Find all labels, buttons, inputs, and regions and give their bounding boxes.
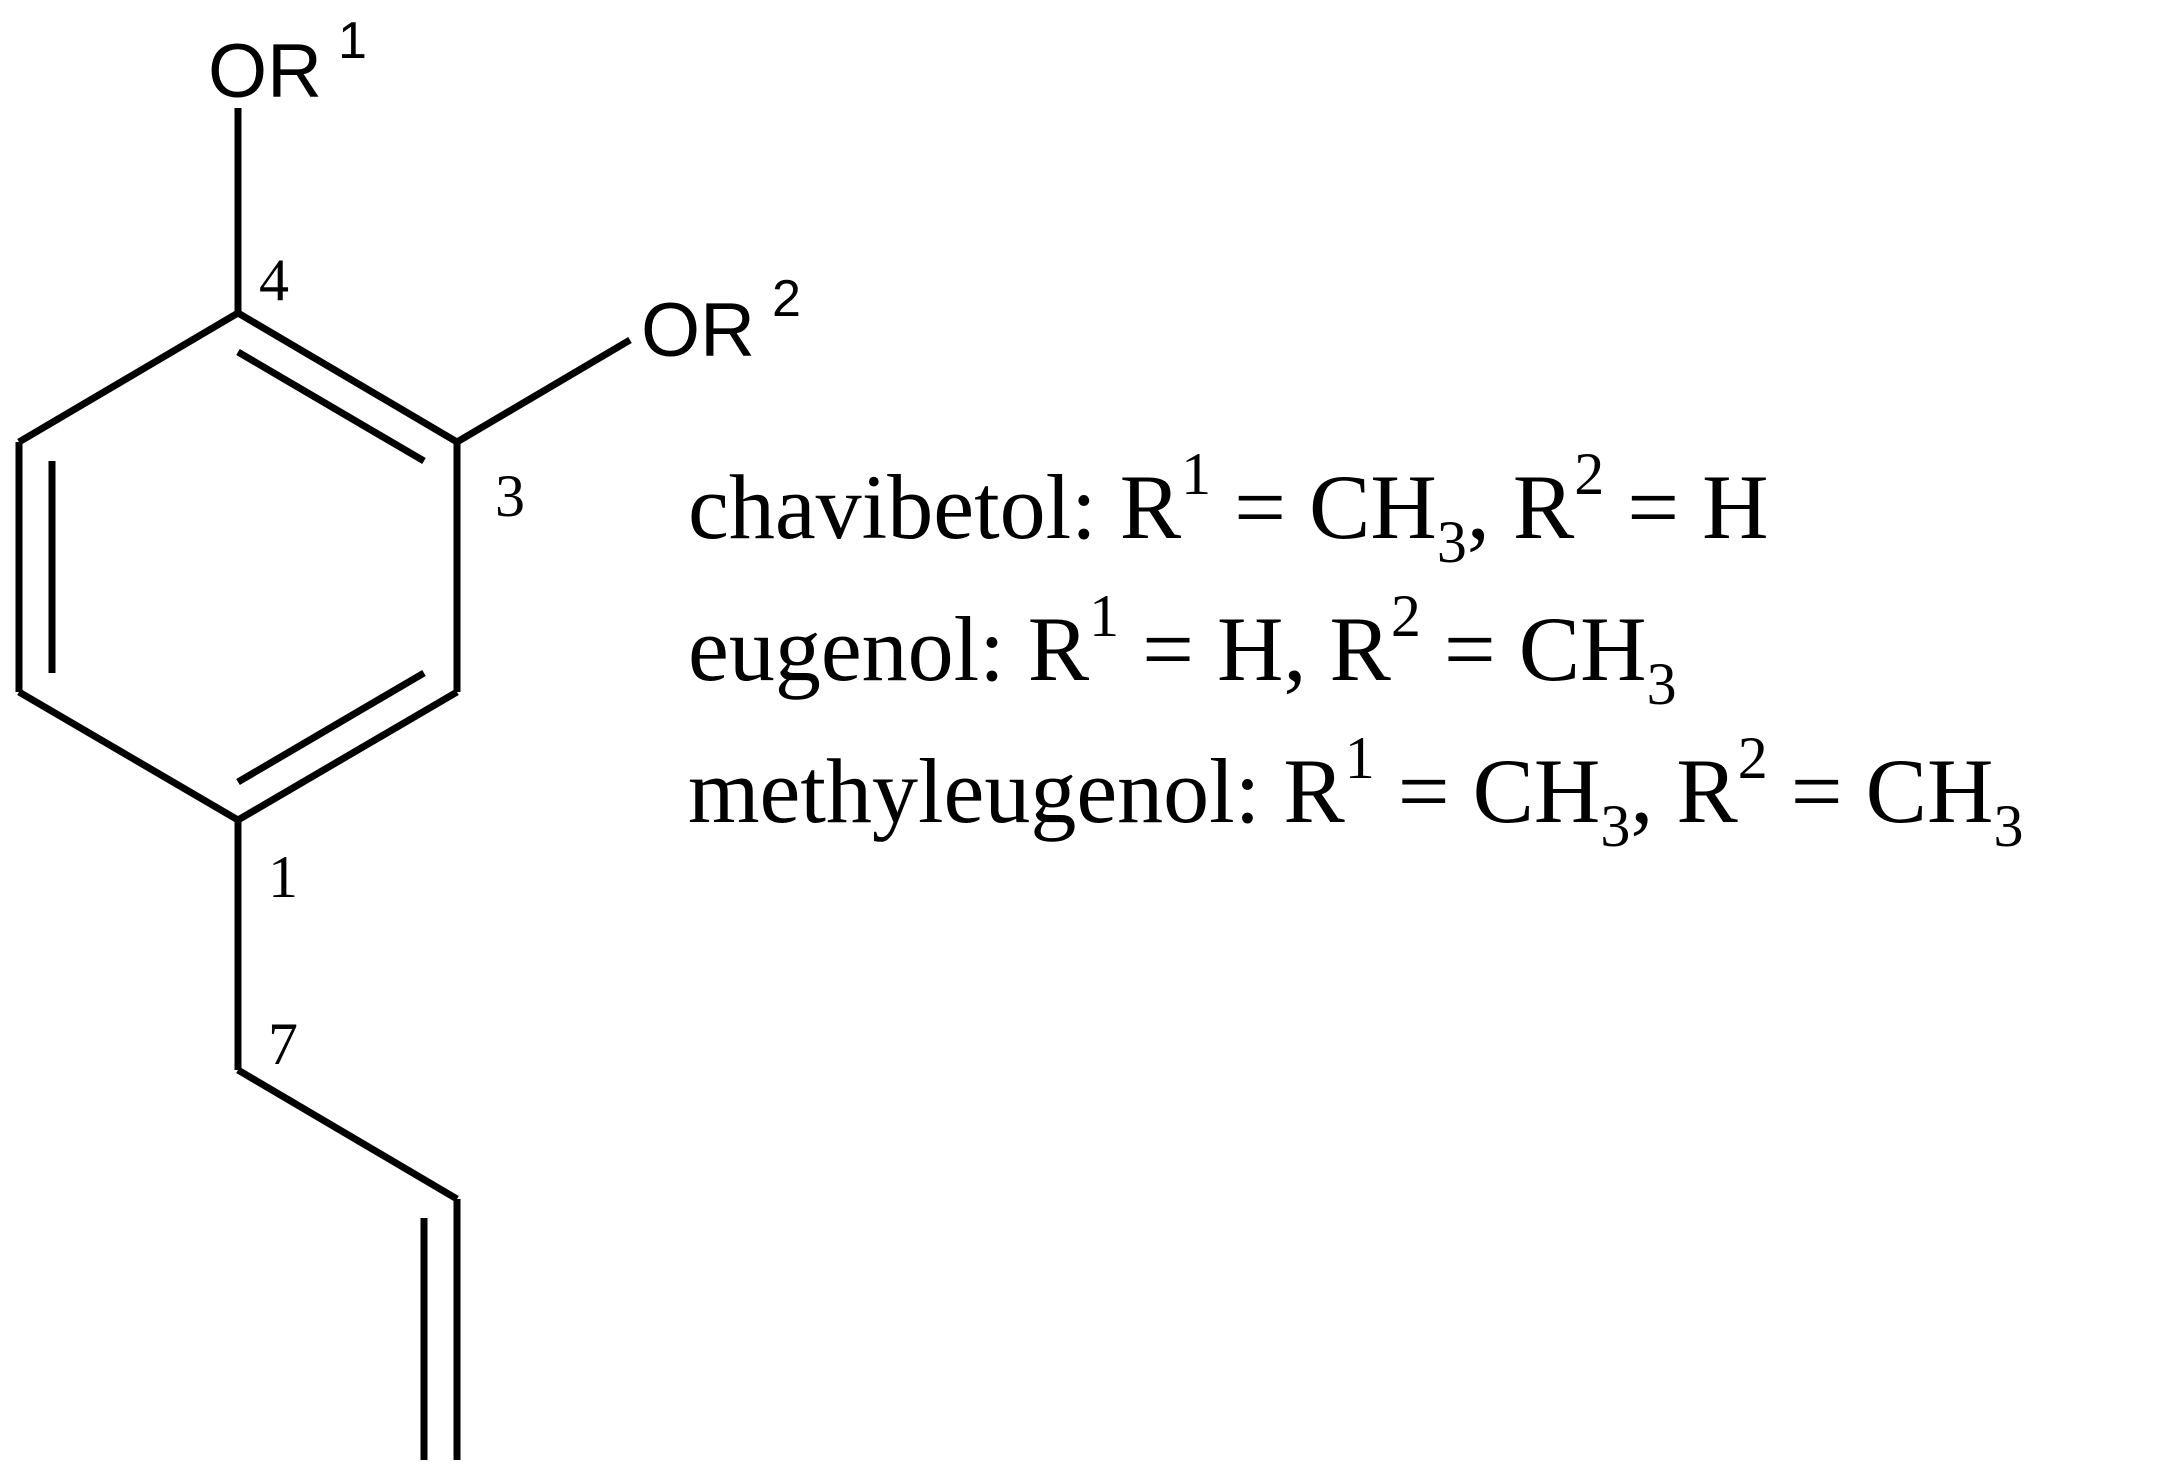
r1-index: 1	[1089, 583, 1119, 649]
r2-value: = H	[1604, 456, 1768, 558]
bond-c2-c1-inner	[236, 669, 426, 786]
locant-c7: 7	[268, 1011, 298, 1077]
benzene-ring	[15, 309, 461, 824]
compound-name: chavibetol:	[688, 456, 1120, 558]
r1-index: 1	[1345, 725, 1375, 791]
or2-index: 2	[772, 270, 801, 328]
r2-index: 2	[1391, 583, 1421, 649]
r1-value: = CH	[1211, 456, 1437, 558]
r1-subscript: 3	[1437, 509, 1467, 575]
bond-c2-c1	[236, 688, 459, 824]
r2-symbol: R	[1330, 598, 1392, 700]
locant-c1: 1	[268, 844, 298, 910]
r1-value: = CH	[1375, 740, 1601, 842]
separator: ,	[1467, 456, 1513, 558]
r1-symbol: R	[1120, 456, 1182, 558]
bond-c5-c4	[17, 309, 240, 446]
r2-symbol: R	[1676, 740, 1738, 842]
bond-c4-c3	[236, 309, 459, 446]
or1-atom: OR	[208, 29, 322, 114]
legend-line: chavibetol: R1 = CH3, R2 = H	[688, 441, 1769, 575]
separator: ,	[1284, 598, 1330, 700]
or1-label: OR	[208, 29, 322, 114]
r2-value: = CH	[1768, 740, 1994, 842]
r2-value: = CH	[1421, 598, 1647, 700]
or2-label: OR	[641, 288, 755, 373]
allyl-chain	[234, 820, 461, 1460]
bond-c1-c6	[17, 688, 240, 824]
r1-symbol: R	[1283, 740, 1345, 842]
r2-subscript: 3	[1647, 651, 1677, 717]
bond-c3-o2	[455, 336, 632, 446]
r2-subscript: 3	[1993, 793, 2023, 859]
r2-index: 2	[1738, 725, 1768, 791]
locant-c4: 4	[259, 247, 289, 313]
r1-symbol: R	[1028, 598, 1090, 700]
legend-line: methyleugenol: R1 = CH3, R2 = CH3	[688, 725, 2023, 859]
r1-index: 1	[1181, 441, 1211, 507]
r1-value: = H	[1119, 598, 1283, 700]
r1-subscript: 3	[1600, 793, 1630, 859]
or1-index: 1	[338, 12, 367, 70]
bond-c7-c8	[236, 1066, 459, 1203]
compound-name: methyleugenol:	[688, 740, 1283, 842]
r2-symbol: R	[1513, 456, 1575, 558]
locant-c3: 3	[495, 463, 525, 529]
or2-atom: OR	[641, 288, 755, 373]
separator: ,	[1630, 740, 1676, 842]
legend-line: eugenol: R1 = H, R2 = CH3	[688, 583, 1677, 717]
bond-c4-c3-inner	[236, 348, 426, 465]
r2-index: 2	[1574, 441, 1604, 507]
substituent-bonds	[234, 108, 632, 446]
compound-name: eugenol:	[688, 598, 1028, 700]
